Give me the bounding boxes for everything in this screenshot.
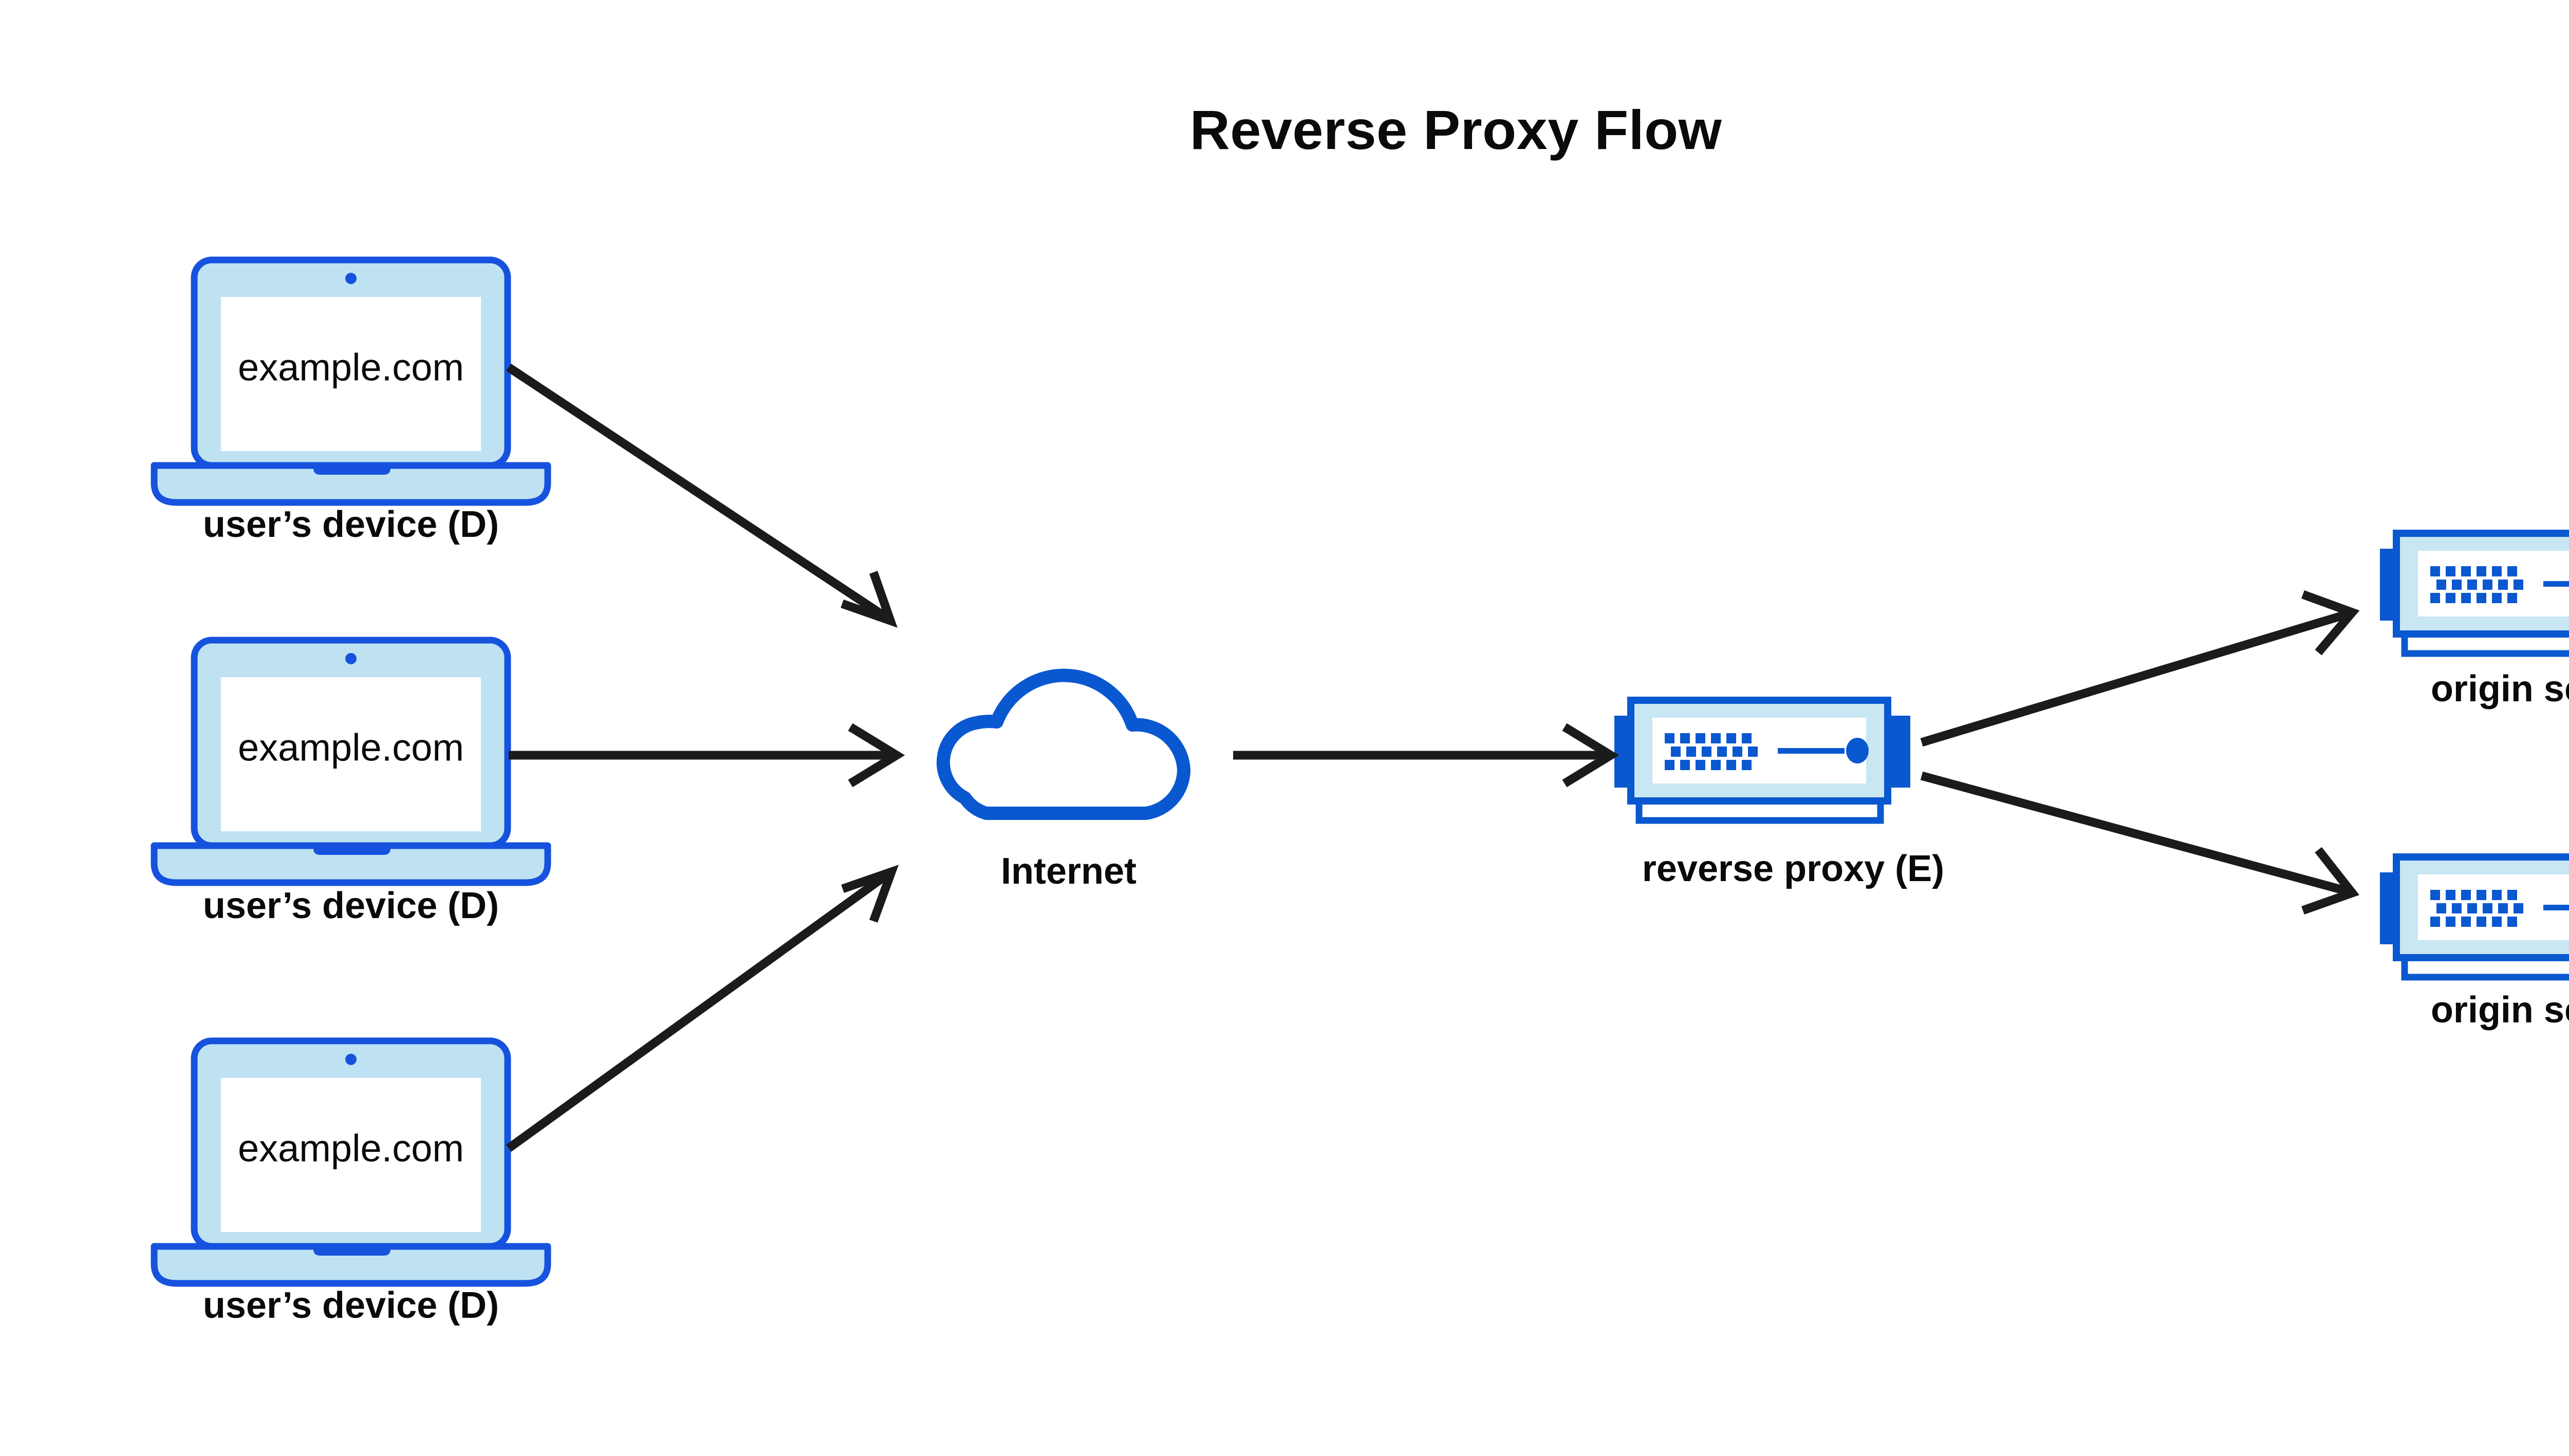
origin-server-1-label: origin server (F) xyxy=(2430,668,2569,710)
server-icon xyxy=(2380,533,2569,654)
edge-internet-proxy xyxy=(1233,723,1619,788)
cloud-icon xyxy=(943,676,1184,813)
edge-client1-internet xyxy=(506,363,898,628)
laptop-screen-text: example.com xyxy=(237,726,464,769)
origin-server-2-label: origin server (F) xyxy=(2430,990,2569,1031)
server-icon xyxy=(2380,857,2569,977)
laptop-screen-text: example.com xyxy=(237,1127,464,1170)
edge-client2-internet xyxy=(509,723,905,788)
reverse-proxy-label: reverse proxy (E) xyxy=(1642,848,1945,889)
page-title: Reverse Proxy Flow xyxy=(1189,99,1722,161)
edge-proxy-origin2 xyxy=(1920,771,2359,915)
edge-client3-internet xyxy=(506,865,899,1152)
laptop-screen-text: example.com xyxy=(237,346,464,389)
client-2-label: user’s device (D) xyxy=(202,885,499,926)
server-icon xyxy=(1614,700,1910,820)
internet-label: Internet xyxy=(1000,851,1137,892)
client-3-label: user’s device (D) xyxy=(202,1285,499,1326)
client-1-label: user’s device (D) xyxy=(202,504,499,545)
edge-proxy-origin1 xyxy=(1920,590,2360,747)
